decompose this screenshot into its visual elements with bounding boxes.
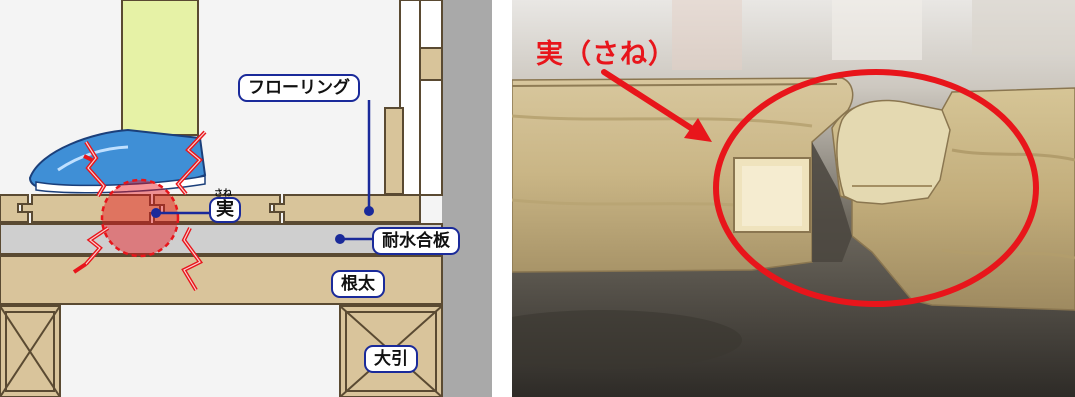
baseboard xyxy=(384,107,404,195)
floor-structure-diagram: フローリング さね 実 耐水合板 根太 大引 xyxy=(0,0,492,397)
tongue xyxy=(836,99,951,205)
left-post xyxy=(0,305,61,397)
highlight-circle xyxy=(713,69,1039,307)
flooring-marker-dot xyxy=(364,206,374,216)
leg xyxy=(121,0,199,141)
label-tongue-ruby: さね xyxy=(214,189,233,199)
wall xyxy=(442,0,492,397)
label-tongue: 実 xyxy=(209,197,241,223)
diagram-canvas xyxy=(0,0,492,397)
callout-lines xyxy=(156,100,372,241)
wall-stud xyxy=(419,47,443,81)
tongue-highlight-circle xyxy=(100,178,180,258)
label-beam: 大引 xyxy=(364,345,418,373)
tongue-marker-dot xyxy=(151,208,161,218)
tongue-groove-photo xyxy=(512,0,1075,397)
plywood-marker-dot xyxy=(335,234,345,244)
label-flooring: フローリング xyxy=(238,74,360,102)
photo-caption: 実（さね） xyxy=(536,39,676,70)
photo-canvas xyxy=(512,0,1075,397)
label-plywood: 耐水合板 xyxy=(372,227,460,255)
label-joist: 根太 xyxy=(331,270,385,298)
pointer-arrow xyxy=(601,69,712,142)
